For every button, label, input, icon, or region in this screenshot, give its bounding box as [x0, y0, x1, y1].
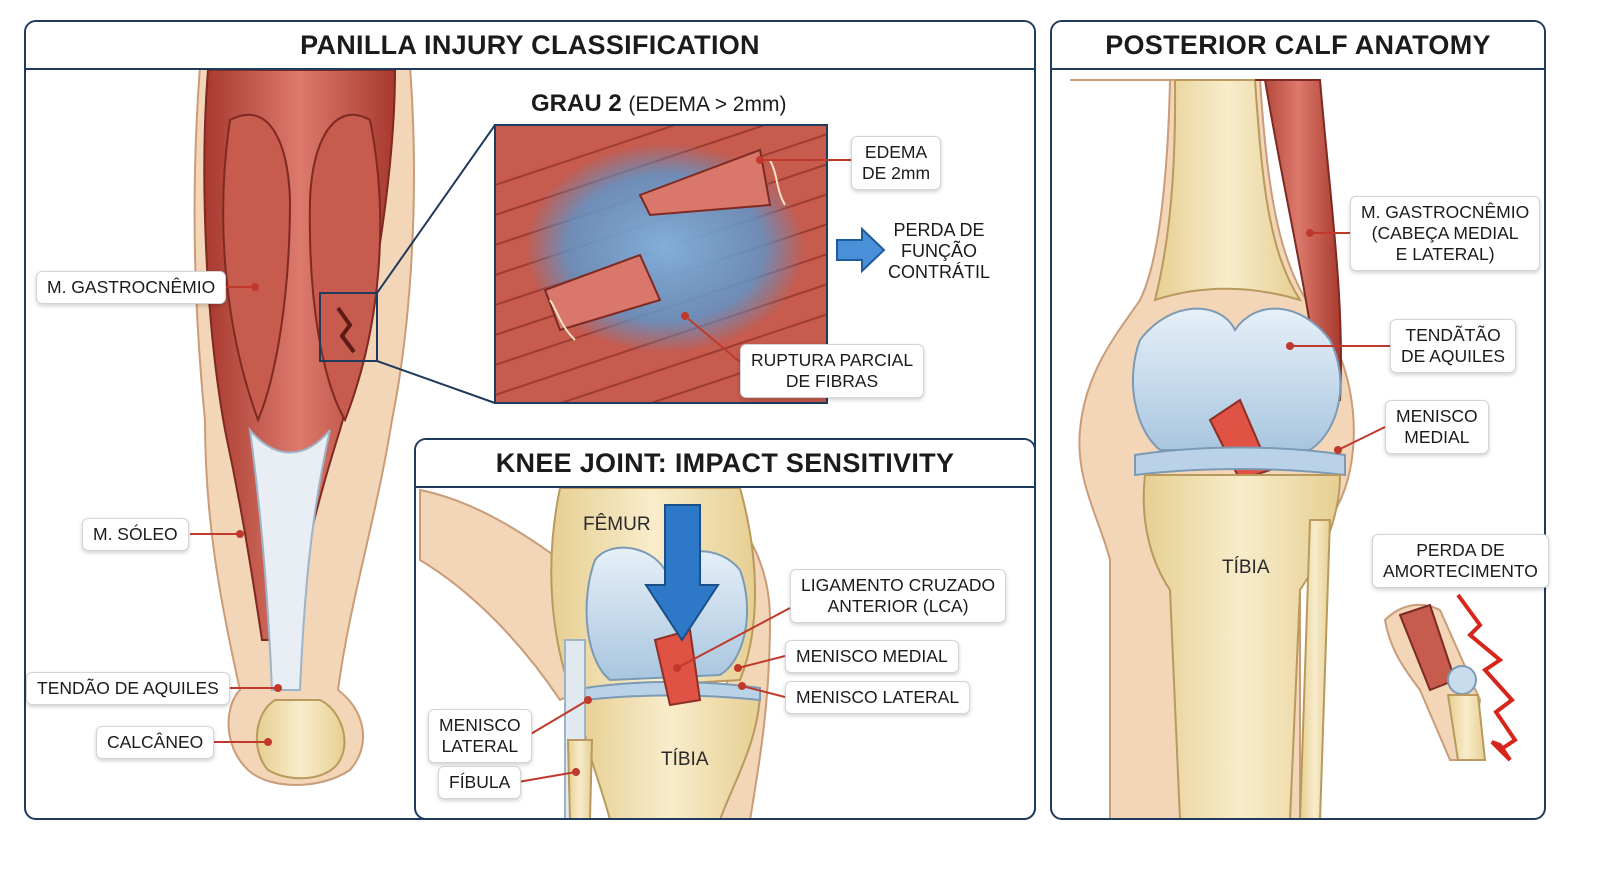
knee-panel-title: KNEE JOINT: IMPACT SENSITIVITY	[416, 440, 1034, 488]
calf-panel-title: POSTERIOR CALF ANATOMY	[1052, 22, 1544, 70]
impact-force-arrow	[644, 504, 720, 642]
label-perda-amortecimento: PERDA DE AMORTECIMENTO	[1372, 534, 1549, 588]
label-tibia-knee: TÍBIA	[661, 749, 709, 770]
label-perda-funcao: PERDA DE FUNÇÃO CONTRÁTIL	[887, 220, 990, 282]
label-fibula: FÍBULA	[438, 766, 522, 799]
loss-of-function-arrow	[836, 226, 886, 274]
label-femur: FÊMUR	[583, 514, 651, 535]
grade-detail: (EDEMA > 2mm)	[628, 93, 787, 116]
posterior-calf-illustration	[1070, 79, 1518, 818]
leader-lines	[190, 156, 1390, 783]
torn-muscle-inset	[495, 125, 827, 403]
label-menisco-medial-knee: MENISCO MEDIAL	[785, 640, 959, 673]
label-gastrocnemio-heads: M. GASTROCNÊMIO (CABEÇA MEDIAL E LATERAL…	[1350, 196, 1541, 271]
label-menisco-medial-calf: MENISCO MEDIAL	[1385, 400, 1489, 454]
injury-panel-title: PANILLA INJURY CLASSIFICATION	[26, 22, 1034, 70]
grade-title: GRAU 2 (EDEMA > 2mm)	[531, 90, 786, 118]
posterior-leg-illustration	[193, 68, 496, 786]
label-lca: LIGAMENTO CRUZADO ANTERIOR (LCA)	[790, 569, 1007, 623]
label-menisco-lateral-left: MENISCO LATERAL	[428, 709, 532, 763]
knee-joint-illustration	[419, 488, 772, 818]
label-ruptura: RUPTURA PARCIAL DE FIBRAS	[740, 344, 925, 398]
label-soleo: M. SÓLEO	[82, 518, 189, 551]
label-calcaneo: CALCÂNEO	[96, 726, 215, 759]
label-tibia-calf: TÍBIA	[1222, 557, 1270, 578]
label-tendao-calf: TENDÃTÃO DE AQUILES	[1390, 319, 1517, 373]
label-menisco-lateral-right: MENISCO LATERAL	[785, 681, 971, 714]
label-gastrocnemio: M. GASTROCNÊMIO	[36, 271, 227, 304]
label-tendao-aquiles: TENDÃO DE AQUILES	[26, 672, 230, 705]
grade-number: GRAU 2	[531, 90, 622, 117]
label-edema: EDEMA DE 2mm	[851, 136, 942, 190]
